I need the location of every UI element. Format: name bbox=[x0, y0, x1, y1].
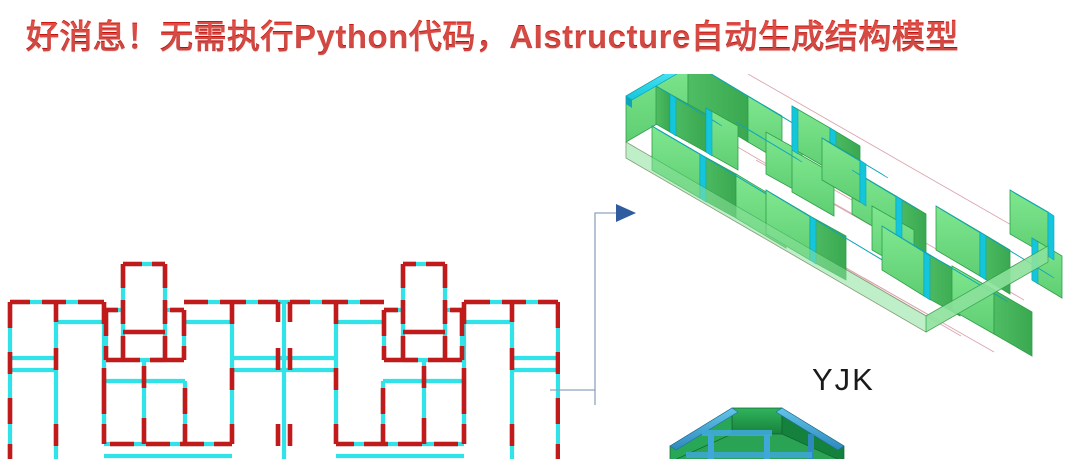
structural-model-3d-secondary bbox=[612, 404, 942, 459]
floor-plan-2d bbox=[0, 248, 560, 459]
structural-model-3d bbox=[596, 74, 1080, 368]
structure-band-1 bbox=[625, 74, 815, 195]
beam-lines bbox=[7, 261, 560, 459]
shear-wall-segments bbox=[7, 261, 560, 459]
arrowhead-icon bbox=[616, 204, 636, 222]
page-title: 好消息！无需执行Python代码，AIstructure自动生成结构模型 bbox=[26, 14, 1056, 60]
connector-line bbox=[550, 212, 618, 405]
structure-front-edge bbox=[625, 141, 1049, 333]
secondary-model-geometry bbox=[669, 407, 845, 459]
flow-connector-arrow bbox=[540, 195, 640, 405]
model-caption-yjk: YJK bbox=[812, 362, 875, 397]
